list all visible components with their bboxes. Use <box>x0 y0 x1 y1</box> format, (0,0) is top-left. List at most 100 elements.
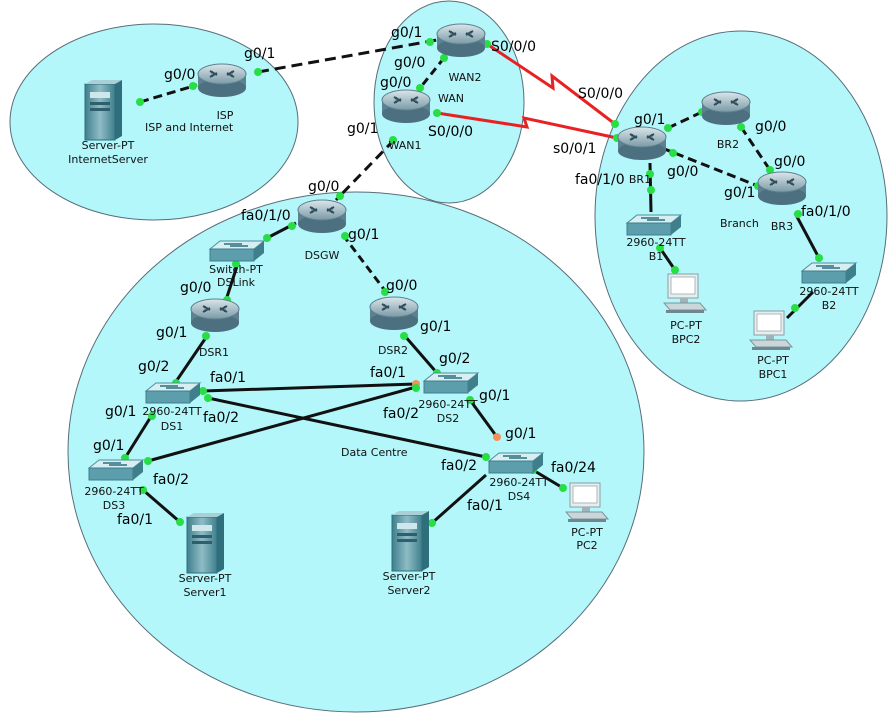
device-ds2-switch[interactable] <box>423 372 479 394</box>
link-ds4-pc2 <box>532 468 564 490</box>
device-br1-router[interactable] <box>617 126 667 161</box>
device-internet-server[interactable] <box>84 79 123 141</box>
device-model-label: 2960-24TT <box>799 285 858 298</box>
link-dslink-dsr1 <box>224 262 240 301</box>
device-b1-switch[interactable] <box>626 214 682 236</box>
port-label: g0/1 <box>420 319 451 335</box>
link-wan1-dsgw <box>334 138 396 202</box>
device-model-label: Server-PT <box>82 139 135 152</box>
device-name-label: DS4 <box>508 490 530 503</box>
port-label: g0/0 <box>774 154 805 170</box>
device-ds3-switch[interactable] <box>88 459 144 481</box>
device-name-label: DS2 <box>437 412 459 425</box>
port-label: g0/0 <box>667 164 698 180</box>
port-label: fa0/1/0 <box>801 204 851 220</box>
link-dsr1-ds1 <box>173 335 209 384</box>
device-model-label: Server-PT <box>383 570 436 583</box>
port-label: fa0/2 <box>203 410 239 426</box>
device-isp-router[interactable] <box>197 63 247 98</box>
device-br2-router[interactable] <box>701 91 751 126</box>
link-dsgw-dsr2 <box>341 234 388 293</box>
link-b2-bpc1 <box>785 290 815 320</box>
device-name-label: DSR2 <box>378 344 408 357</box>
port-label: g0/1 <box>634 112 665 128</box>
link-ds1-ds2 <box>202 382 417 393</box>
serial-wan1-br1 <box>436 111 618 140</box>
port-label: g0/0 <box>380 75 411 91</box>
device-dslink-switch[interactable] <box>209 240 265 262</box>
device-name-label: BR1 <box>629 173 651 186</box>
device-name-label: DSLink <box>217 276 256 289</box>
device-ds1-switch[interactable] <box>145 382 201 404</box>
device-name-label: BPC1 <box>759 368 788 381</box>
port-label: g0/2 <box>439 351 470 367</box>
link-ds2-ds4 <box>468 399 499 438</box>
port-label: S0/0/0 <box>428 124 473 140</box>
device-br3-router[interactable] <box>757 171 807 206</box>
zone-label-wan: WAN <box>438 92 464 105</box>
device-dsgw-router[interactable] <box>297 199 347 234</box>
link-ds1-ds3 <box>123 414 154 459</box>
port-label: g0/1 <box>244 46 275 62</box>
device-name-label: Server1 <box>183 586 226 599</box>
device-model-label: PC-PT <box>670 319 702 332</box>
port-label: g0/0 <box>394 55 425 71</box>
device-name-label: WAN2 <box>448 71 481 84</box>
port-label: fa0/2 <box>441 458 477 474</box>
port-label: g0/1 <box>391 25 422 41</box>
cable-layer <box>123 38 821 525</box>
port-label: g0/1 <box>348 227 379 243</box>
zone-label-isp: ISP and Internet <box>145 121 234 134</box>
link-br3-b2 <box>793 212 821 259</box>
device-name-label: InternetServer <box>68 153 148 166</box>
port-label: S0/0/0 <box>491 39 536 55</box>
zone-wan <box>373 0 525 204</box>
device-model-label: PC-PT <box>571 526 603 539</box>
device-server1[interactable] <box>186 512 225 574</box>
port-label: fa0/1/0 <box>575 172 625 188</box>
device-model-label: Switch-PT <box>209 263 263 276</box>
port-label: g0/0 <box>164 67 195 83</box>
device-name-label: PC2 <box>576 539 597 552</box>
serial-wan2-br1 <box>486 42 616 126</box>
device-server2[interactable] <box>391 510 430 572</box>
port-label: g0/0 <box>180 280 211 296</box>
device-ds4-switch[interactable] <box>488 452 544 474</box>
port-label: fa0/24 <box>551 460 596 476</box>
device-name-label: DSGW <box>305 249 340 262</box>
zone-label-datacentre: Data Centre <box>341 446 408 459</box>
link-ds1-ds4 <box>207 396 487 459</box>
device-name-label: BR3 <box>771 220 793 233</box>
link-ds3-server1 <box>142 488 181 524</box>
port-label: fa0/1 <box>117 512 153 528</box>
device-name-label: DS1 <box>161 420 183 433</box>
device-model-label: 2960-24TT <box>142 405 201 418</box>
port-label: fa0/2 <box>153 472 189 488</box>
device-model-label: 2960-24TT <box>626 236 685 249</box>
device-wan1-router[interactable] <box>381 89 431 124</box>
link-isp-wan2 <box>257 38 438 74</box>
device-model-label: 2960-24TT <box>418 398 477 411</box>
port-label: g0/1 <box>724 185 755 201</box>
device-name-label: Server2 <box>387 584 430 597</box>
device-name-label: DSR1 <box>199 346 229 359</box>
device-name-label: ISP <box>217 109 234 122</box>
link-br2-br3 <box>739 126 772 171</box>
port-label: g0/1 <box>505 426 536 442</box>
link-b1-bpc2 <box>658 247 677 271</box>
port-label: fa0/1 <box>210 370 246 386</box>
port-label: g0/1 <box>105 404 136 420</box>
port-label: fa0/1/0 <box>241 208 291 224</box>
device-dsr2-router[interactable] <box>369 296 419 331</box>
port-label: fa0/1 <box>370 365 406 381</box>
device-wan2-router[interactable] <box>436 23 486 58</box>
port-label: g0/1 <box>347 121 378 137</box>
port-label: S0/0/0 <box>578 86 623 102</box>
device-name-label: DS3 <box>103 499 125 512</box>
device-model-label: 2960-24TT <box>84 485 143 498</box>
device-dsr1-router[interactable] <box>190 298 240 333</box>
device-b2-switch[interactable] <box>801 262 857 284</box>
port-label: fa0/2 <box>383 406 419 422</box>
device-model-label: 2960-24TT <box>489 476 548 489</box>
